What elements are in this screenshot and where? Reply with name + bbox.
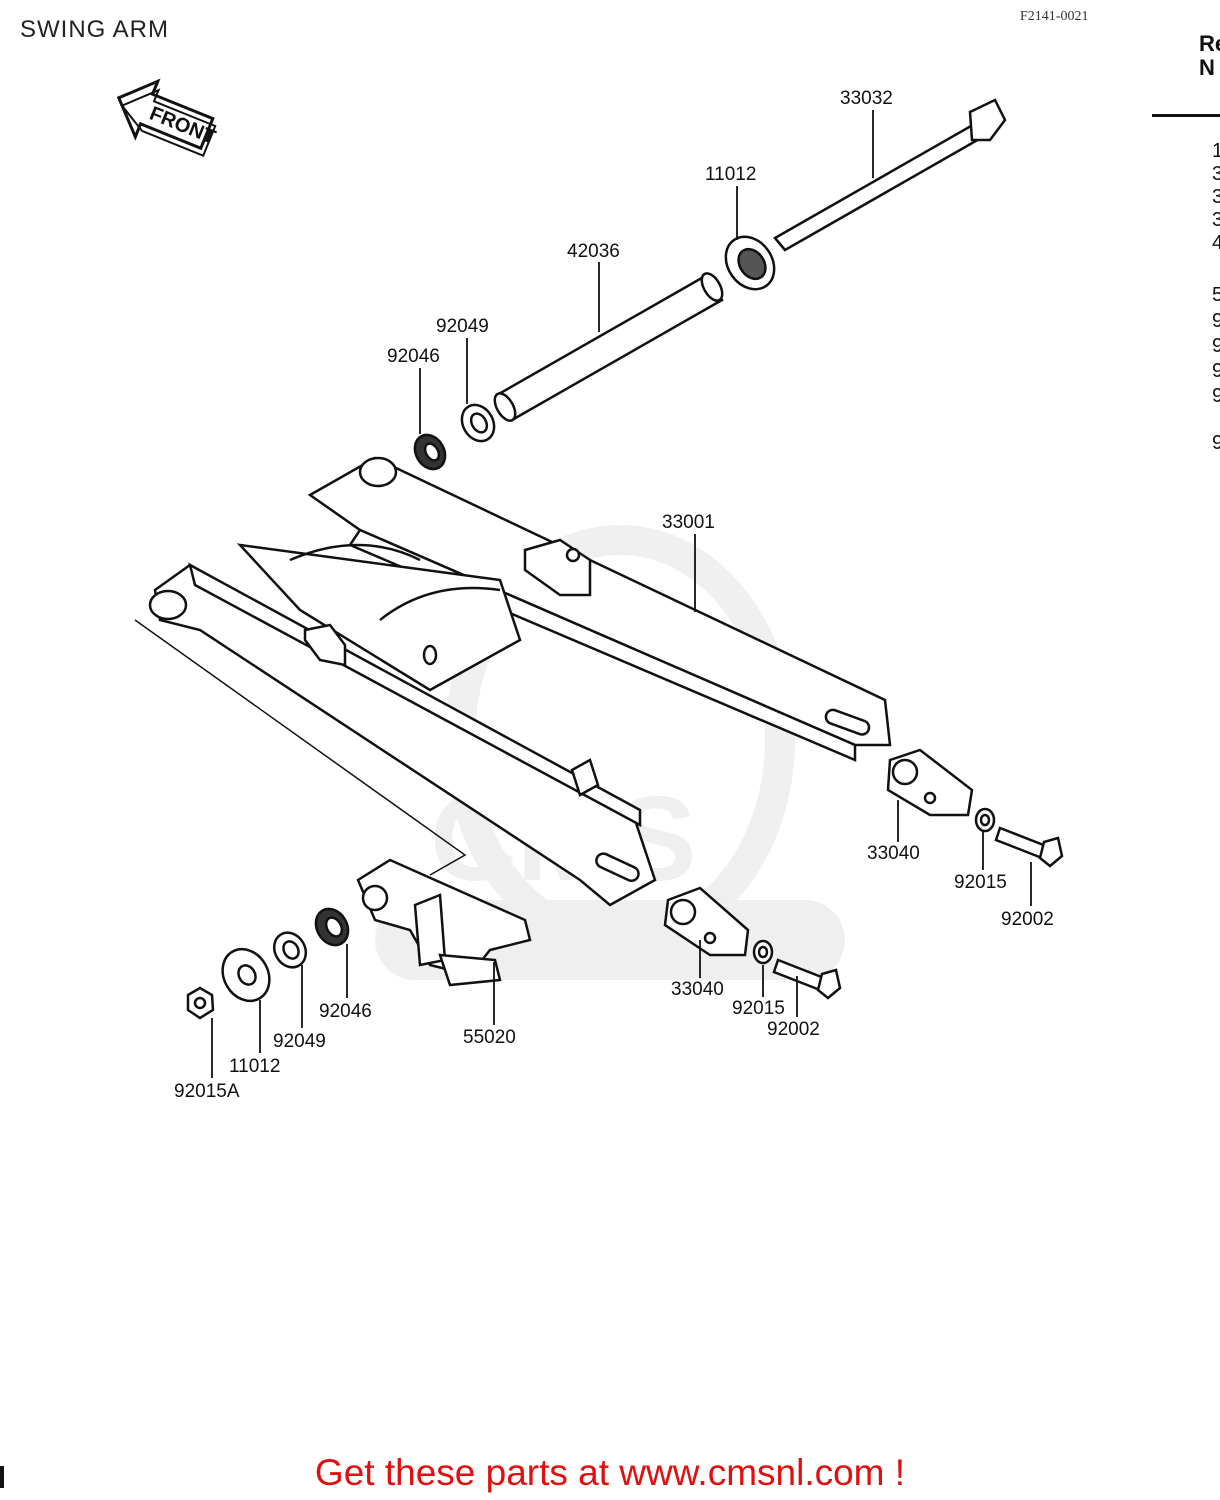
part-label-42036: 42036 <box>567 241 620 262</box>
part-label-92002-middle: 92002 <box>767 1019 820 1040</box>
part-label-92002-right: 92002 <box>1001 909 1054 930</box>
part-label-33040-middle: 33040 <box>671 979 724 1000</box>
ref-column-heading: Re N <box>1199 32 1220 80</box>
part-label-55020: 55020 <box>463 1027 516 1048</box>
pivot-shaft <box>773 98 1007 252</box>
cap-bearing-top <box>724 235 776 291</box>
ref-digit: 3 <box>1212 209 1220 231</box>
swing-arm-body <box>148 456 892 907</box>
leader-lines <box>211 110 1032 1078</box>
front-arrow-icon: FRONT <box>116 78 218 157</box>
washer-middle <box>752 939 774 965</box>
page-edge-mark <box>0 1466 4 1488</box>
figure-code: F2141-0021 <box>1020 9 1089 24</box>
part-label-92049-bottom: 92049 <box>273 1031 326 1052</box>
ref-digit: 9 <box>1212 310 1220 332</box>
part-label-92015a: 92015A <box>174 1081 240 1102</box>
part-label-92046-top: 92046 <box>387 346 440 367</box>
promo-link[interactable]: Get these parts at www.cmsnl.com ! <box>314 1452 906 1493</box>
part-label-92049-top: 92049 <box>436 316 489 337</box>
bolt-right <box>994 826 1064 868</box>
ref-digit: 9 <box>1212 335 1220 357</box>
part-label-92046-bottom: 92046 <box>319 1001 372 1022</box>
ref-column-rule <box>1152 114 1220 117</box>
part-label-11012-top: 11012 <box>705 164 756 185</box>
sleeve-tube <box>493 272 724 422</box>
ref-digit: 3 <box>1212 163 1220 185</box>
chain-adjuster-middle <box>663 886 750 957</box>
part-label-33040-right: 33040 <box>867 843 920 864</box>
ref-heading-line2: N <box>1199 55 1215 80</box>
chain-adjuster-right <box>886 748 974 817</box>
ref-digit: 9 <box>1212 385 1220 407</box>
ref-digit: 1 <box>1212 140 1220 162</box>
spacer-bottom <box>272 931 308 969</box>
chain-guide <box>356 858 532 987</box>
part-label-33001: 33001 <box>662 512 715 533</box>
ref-digit: 4 <box>1212 232 1220 254</box>
page-title: SWING ARM <box>20 16 170 43</box>
spacer-top <box>460 403 496 443</box>
ref-digit: 5 <box>1212 284 1220 306</box>
needle-bearing-bottom <box>314 907 350 947</box>
bolt-middle <box>772 958 842 1000</box>
part-label-92015-middle: 92015 <box>732 998 785 1019</box>
ref-digit: 9 <box>1212 360 1220 382</box>
washer-right <box>974 807 996 833</box>
part-label-92015-right: 92015 <box>954 872 1007 893</box>
ref-heading-line1: Re <box>1199 31 1220 56</box>
ref-digit: 3 <box>1212 186 1220 208</box>
ref-digit: 9 <box>1212 432 1220 454</box>
nut-bottom <box>186 986 215 1020</box>
needle-bearing-top <box>413 433 447 471</box>
pivot-guide-line <box>134 619 467 876</box>
cap-bottom <box>221 947 271 1003</box>
part-label-33032: 33032 <box>840 88 893 109</box>
part-label-11012-bottom: 11012 <box>229 1056 280 1077</box>
